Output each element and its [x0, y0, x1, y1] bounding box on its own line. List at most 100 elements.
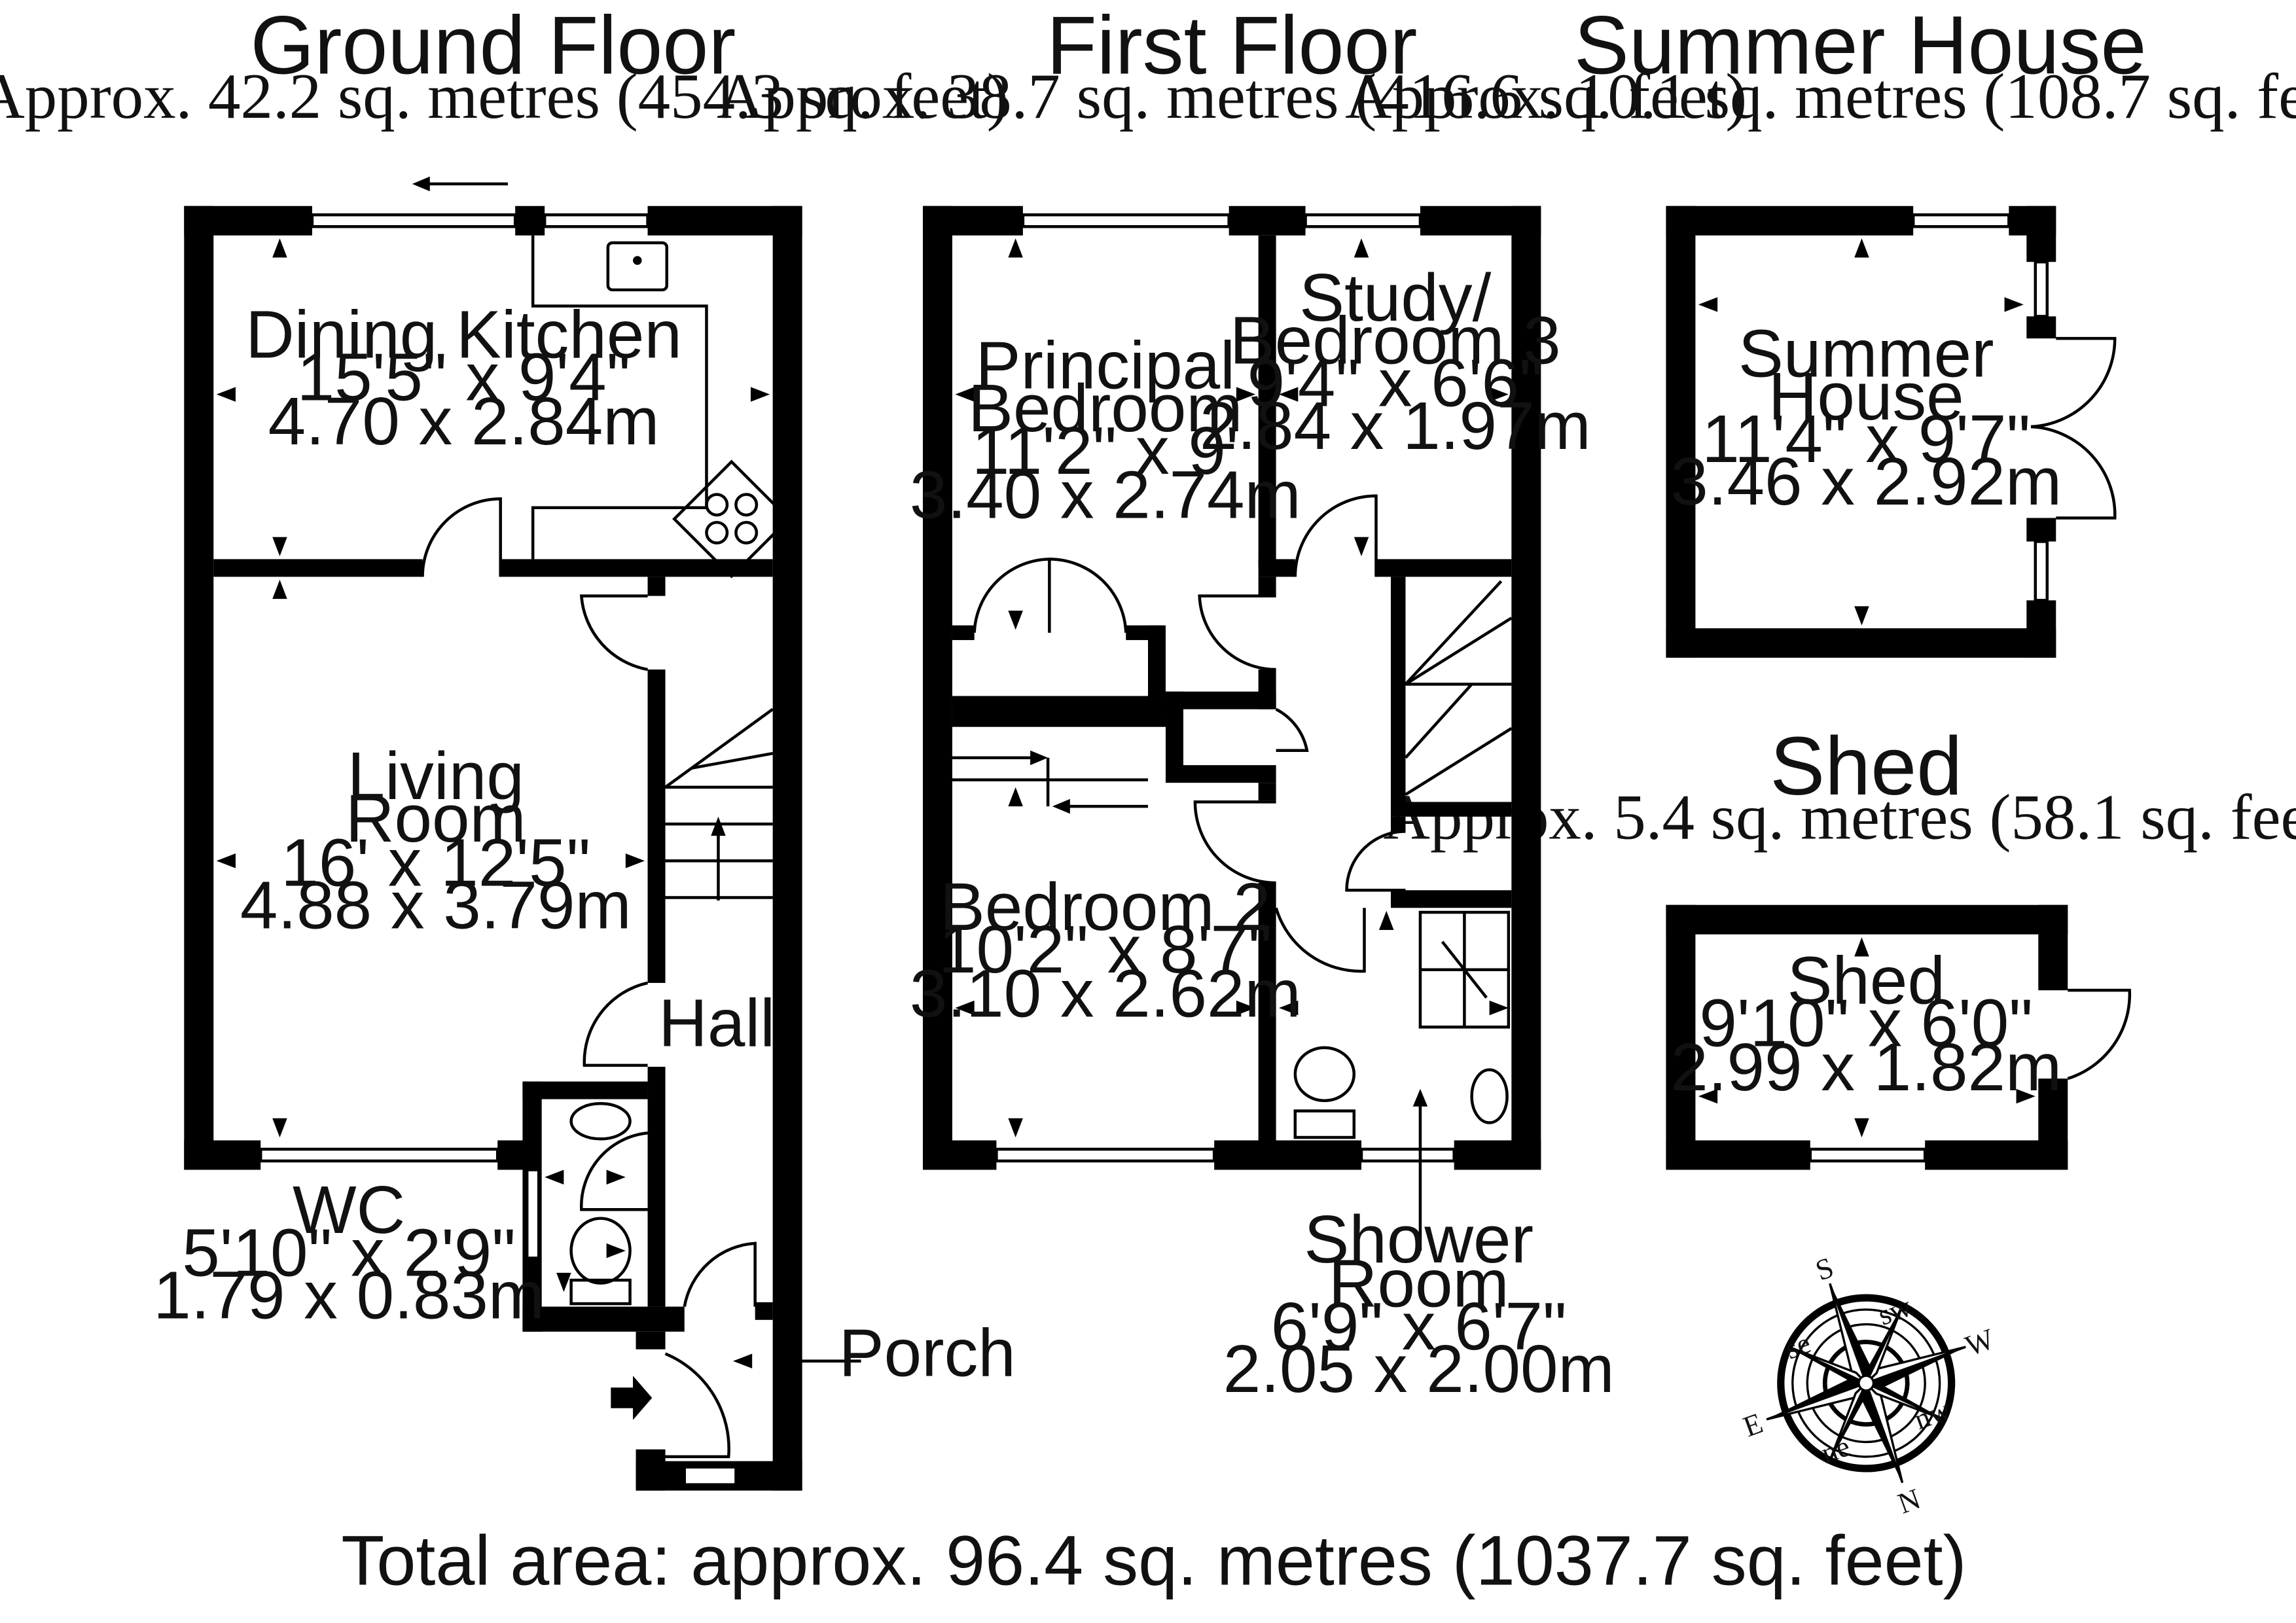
dining-kitchen-name: Dining Kitchen — [245, 296, 682, 372]
window — [683, 1465, 738, 1486]
window — [2034, 260, 2049, 318]
compass-label: S — [1811, 1251, 1838, 1287]
ground-floor-plan — [184, 176, 861, 1491]
wall — [647, 669, 666, 983]
door-swing — [1198, 594, 1276, 671]
living-room-metric: 4.88 x 3.79m — [240, 867, 632, 943]
wall — [952, 625, 975, 641]
wall — [922, 205, 952, 1170]
toilet-icon — [1293, 1046, 1356, 1139]
toilet-icon — [569, 1217, 632, 1306]
wall — [922, 205, 1023, 236]
living-room-imperial: 16' x 12'5" — [281, 825, 590, 901]
wall — [1666, 1140, 1810, 1170]
wall — [1925, 1140, 2068, 1170]
dining-kitchen-metric: 4.70 x 2.84m — [268, 383, 660, 459]
window — [1359, 1147, 1456, 1163]
wall — [1666, 205, 1914, 236]
wall — [522, 1081, 648, 1099]
first-floor-plan — [922, 205, 1541, 1251]
compass-label: N — [1893, 1482, 1925, 1520]
shed-plan — [1666, 904, 2132, 1170]
wall — [213, 559, 423, 577]
wall — [1390, 577, 1406, 805]
bedroom-2-name: Bedroom 2 — [940, 868, 1271, 944]
summer-house-plan — [1666, 205, 2117, 658]
porch-name: Porch — [839, 1314, 1016, 1390]
wall — [497, 1140, 528, 1170]
wall — [1666, 628, 2056, 658]
wall — [1258, 235, 1276, 567]
door-swing — [1275, 707, 1309, 752]
living-room-name-2: Room — [346, 780, 526, 856]
study-name-2: Bedroom 3 — [1230, 302, 1561, 378]
compass-label: W — [1961, 1322, 1999, 1363]
summer-house-metric: 3.46 x 2.92m — [1670, 443, 2062, 519]
door-swing — [2030, 336, 2117, 429]
door-swing — [1274, 907, 1366, 973]
wc-imperial: 5'10" x 2'9" — [182, 1214, 516, 1290]
window — [1808, 1147, 1927, 1163]
sink-icon — [606, 241, 669, 292]
wall — [1511, 205, 1541, 1170]
wall — [1390, 890, 1512, 908]
wall — [1666, 904, 1696, 1170]
wall — [2026, 518, 2056, 542]
kitchen-counter — [531, 235, 708, 560]
door-swing — [580, 1132, 648, 1211]
study-imperial: 9'4" x 6'6" — [1247, 345, 1543, 421]
window — [259, 1147, 499, 1163]
wall — [1666, 205, 1696, 658]
door-swing — [1193, 800, 1276, 885]
wall — [515, 205, 545, 236]
staircase — [1390, 577, 1513, 805]
shed-metric: 2.99 x 1.82m — [1670, 1029, 2062, 1105]
wall — [2038, 904, 2068, 991]
window — [310, 213, 517, 228]
hob-icon — [672, 459, 791, 579]
wall — [1165, 691, 1276, 709]
shower-room-imperial: 6'9" x 6'7" — [1271, 1288, 1567, 1364]
bedroom-2-metric: 3.10 x 2.62m — [910, 955, 1301, 1031]
door-swing — [579, 594, 648, 671]
shed-title: Shed — [1770, 720, 1962, 812]
principal-bedroom-metric: 3.40 x 2.74m — [910, 456, 1301, 532]
wall — [1165, 765, 1276, 783]
summer-house-title: Summer House — [1574, 0, 2147, 91]
door-swing — [1345, 830, 1406, 892]
wall — [522, 1306, 685, 1332]
ground-floor-area: Approx. 42.2 sq. metres (454.3 sq. feet) — [0, 61, 1009, 132]
ground-floor-title: Ground Floor — [251, 0, 736, 91]
wall — [184, 205, 214, 1170]
wall — [636, 1331, 666, 1349]
wall — [1214, 1140, 1362, 1170]
wall — [1165, 691, 1183, 773]
wall — [1454, 1140, 1541, 1170]
principal-bedroom-name-1: Principal — [976, 327, 1236, 403]
dimension-markers — [216, 238, 2036, 1369]
principal-bedroom-imperial: 11'2" x 9' — [972, 412, 1239, 488]
wall — [1229, 205, 1306, 236]
sink-drain — [633, 256, 642, 265]
window — [995, 1147, 1216, 1163]
summer-house-area: Approx. 10.1 sq. metres (108.7 sq. feet) — [1345, 61, 2296, 132]
wc-name: WC — [293, 1171, 405, 1247]
compass-label: E — [1739, 1406, 1767, 1443]
wall — [922, 1140, 997, 1170]
wall — [184, 1140, 261, 1170]
summer-house-imperial: 11'4" x 9'7" — [1702, 401, 2030, 476]
hall-name: Hall — [658, 985, 775, 1061]
door-swing — [683, 1241, 757, 1307]
wall — [1258, 577, 1276, 596]
entrance-arrow-icon — [611, 1376, 653, 1420]
door-swing — [1293, 494, 1378, 577]
shower-room-metric: 2.05 x 2.00m — [1223, 1330, 1615, 1406]
staircase — [664, 707, 774, 901]
window — [1911, 213, 2011, 228]
shed-imperial: 9'10" x 6'0" — [1699, 985, 2033, 1061]
window — [2034, 540, 2049, 602]
dining-kitchen-imperial: 15'5" x 9'4" — [297, 339, 631, 415]
wall — [1376, 559, 1512, 577]
study-name-1: Study/ — [1299, 259, 1491, 335]
wall — [1390, 802, 1512, 817]
